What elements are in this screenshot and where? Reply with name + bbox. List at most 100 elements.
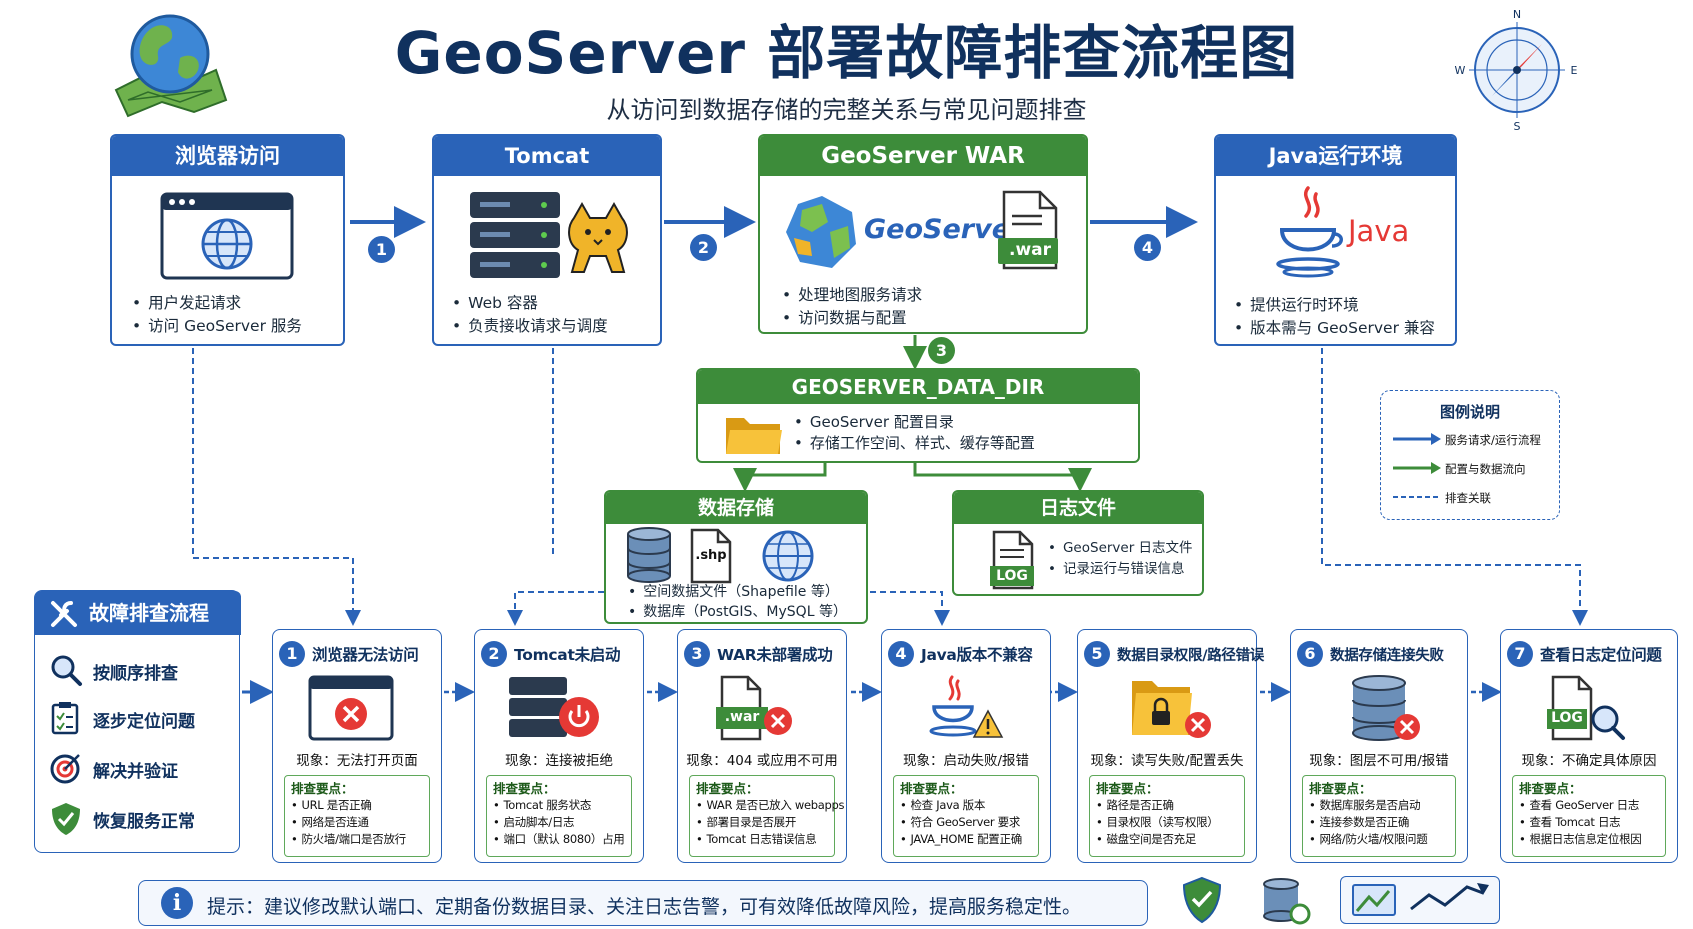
log-file-label: LOG <box>996 568 1028 584</box>
tomcat-cat-icon <box>568 202 628 273</box>
security-shield-icon <box>1182 876 1222 924</box>
arrow-number-2: 2 <box>690 234 717 261</box>
tip-text: 提示：建议修改默认端口、定期备份数据目录、关注日志告警，可有效降低故障风险，提高… <box>207 896 1082 918</box>
flow-item-1: 按顺序排查 <box>93 664 178 684</box>
check-item: Tomcat 日志错误信息 <box>696 831 828 848</box>
log-search-icon <box>1547 675 1625 741</box>
step-phenomenon: 现象：不确定具体原因 <box>1521 753 1657 769</box>
check-item: 路径是否正确 <box>1096 797 1238 814</box>
data-dir-bullet-2: 存储工作空间、样式、缓存等配置 <box>794 433 1035 454</box>
compass-s: S <box>1514 120 1521 133</box>
data-store-bullet-2: 数据库（PostGIS、MySQL 等） <box>628 602 847 622</box>
log-files-bullet-1: GeoServer 日志文件 <box>1048 538 1193 559</box>
java-bullet-1: 提供运行时环境 <box>1234 294 1435 317</box>
target-icon <box>50 754 80 784</box>
browser-error-icon <box>308 675 394 741</box>
step-phenomenon: 现象：404 或应用不可用 <box>686 753 838 769</box>
step-number: 2 <box>481 641 507 667</box>
step-title: Java版本不兼容 <box>921 646 1033 664</box>
step-number: 6 <box>1297 641 1323 667</box>
tomcat-box: Tomcat Web 容器 负责接收请求与调度 <box>432 134 662 346</box>
step-phenomenon: 现象：无法打开页面 <box>296 753 418 769</box>
java-cup-icon <box>1276 186 1343 278</box>
troubleshoot-flow-box: 故障排查流程 按顺序排查 逐步定位问题 解决并验证 恢复服务正常 <box>34 590 241 853</box>
geoserver-war-box: GeoServer WAR GeoServer .war 处理地图服务请求 访问… <box>758 134 1088 334</box>
check-title: 排查要点： <box>291 781 354 796</box>
compass-e: E <box>1571 64 1578 77</box>
checklist-icon <box>51 702 79 735</box>
step-title: WAR未部署成功 <box>717 646 833 664</box>
step-number: 3 <box>684 641 710 667</box>
check-item: 查看 Tomcat 日志 <box>1519 814 1659 831</box>
legend-item-2: 配置与数据流向 <box>1445 462 1526 476</box>
trend-chart-icon <box>1352 883 1489 916</box>
troubleshoot-flow-title: 故障排查流程 <box>35 591 241 635</box>
log-files-box: 日志文件 LOG GeoServer 日志文件 记录运行与错误信息 <box>952 490 1204 596</box>
war-file-icon <box>998 190 1058 270</box>
browser-box-title: 浏览器访问 <box>112 136 343 176</box>
data-store-title: 数据存储 <box>606 492 866 524</box>
flow-item-4: 恢复服务正常 <box>93 812 195 832</box>
check-title: 排查要点： <box>1309 781 1372 796</box>
legend-symbols <box>1393 433 1441 498</box>
tools-icon <box>51 601 77 627</box>
geoserver-war-title: GeoServer WAR <box>760 136 1086 176</box>
arrow-number-1: 1 <box>368 236 395 263</box>
database-error-icon <box>1352 675 1420 741</box>
check-item: 防火墙/端口是否放行 <box>291 831 423 848</box>
log-file-icon <box>990 530 1034 590</box>
arrow-number-4: 4 <box>1134 234 1161 261</box>
folder-icon <box>726 418 782 454</box>
step-number: 1 <box>279 641 305 667</box>
shp-file-label: .shp <box>695 548 727 563</box>
step-title: 数据目录权限/路径错误 <box>1117 647 1264 664</box>
magnifier-icon <box>51 655 82 686</box>
page-subtitle: 从访问到数据存储的完整关系与常见问题排查 <box>606 96 1087 124</box>
check-item: WAR 是否已放入 webapps <box>696 797 844 814</box>
arrow-number-3: 3 <box>928 337 955 364</box>
step-phenomenon: 现象：启动失败/报错 <box>902 753 1030 769</box>
step-phenomenon: 现象：图层不可用/报错 <box>1309 753 1449 769</box>
monitor-chart-panel <box>1340 876 1500 924</box>
browser-box: 浏览器访问 用户发起请求 访问 GeoServer 服务 <box>110 134 345 346</box>
data-store-icons <box>627 527 814 584</box>
log-search-label: LOG <box>1551 710 1583 726</box>
legend: 图例说明 服务请求/运行流程 配置与数据流向 排查关联 <box>1380 390 1560 520</box>
shield-check-icon <box>52 803 80 835</box>
backup-database-icon <box>1263 878 1311 925</box>
data-dir-bullet-1: GeoServer 配置目录 <box>794 412 1035 433</box>
browser-bullet-2: 访问 GeoServer 服务 <box>132 315 302 338</box>
info-icon: i <box>161 887 193 919</box>
step-title: 浏览器无法访问 <box>312 646 419 664</box>
flow-item-2: 逐步定位问题 <box>93 712 195 732</box>
check-item: 目录权限（读写权限） <box>1096 814 1238 831</box>
war-error-label: .war <box>724 709 760 725</box>
geoserver-logo-text: GeoServer <box>864 214 1024 245</box>
data-dir-title: GEOSERVER_DATA_DIR <box>698 370 1138 404</box>
check-item: 连接参数是否正确 <box>1309 814 1449 831</box>
legend-item-3: 排查关联 <box>1445 491 1491 505</box>
step-phenomenon: 现象：连接被拒绝 <box>505 753 613 769</box>
java-logo-text: Java <box>1348 214 1410 248</box>
geoserver-logo-icon <box>786 196 856 268</box>
folder-lock-error-icon <box>1132 681 1211 738</box>
check-item: 根据日志信息定位根因 <box>1519 831 1659 848</box>
check-title: 排查要点： <box>900 781 963 796</box>
data-store-bullet-1: 空间数据文件（Shapefile 等） <box>628 582 847 602</box>
java-warning-icon <box>929 675 1004 738</box>
check-item: 检查 Java 版本 <box>900 797 1032 814</box>
check-item: 启动脚本/日志 <box>493 814 625 831</box>
check-title: 排查要点： <box>1096 781 1159 796</box>
legend-title: 图例说明 <box>1439 403 1500 421</box>
step-number: 5 <box>1084 641 1110 667</box>
flow-item-3: 解决并验证 <box>93 762 178 782</box>
check-item: 网络是否连通 <box>291 814 423 831</box>
check-item: 部署目录是否展开 <box>696 814 828 831</box>
browser-bullet-1: 用户发起请求 <box>132 292 302 315</box>
shp-file-icon <box>690 528 732 584</box>
